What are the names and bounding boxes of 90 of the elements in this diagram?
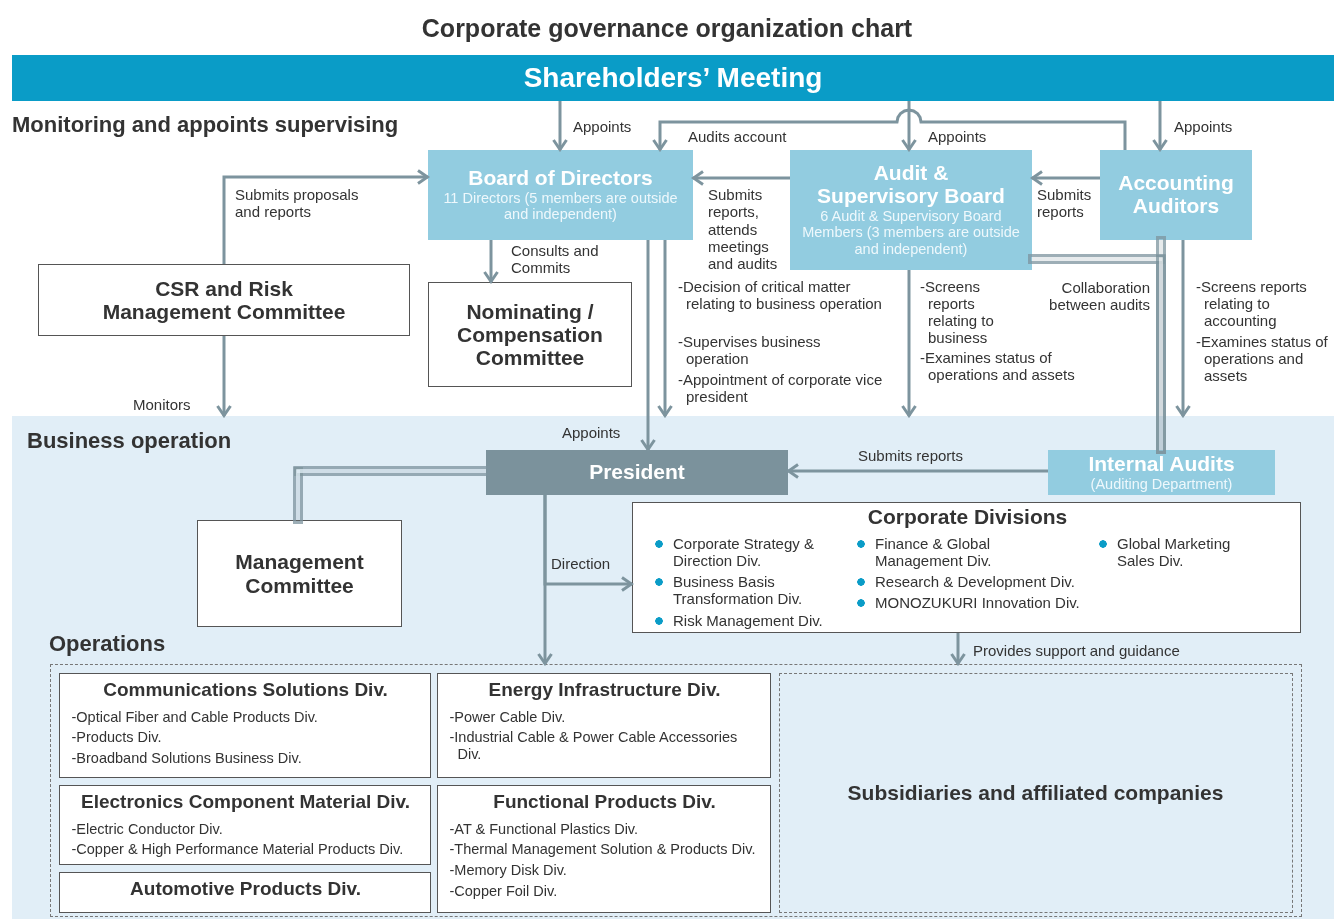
list-item: -Broadband Solutions Business Div. <box>71 749 303 767</box>
arrow <box>1031 170 1100 186</box>
list-item: -AT & Functional Plastics Div. <box>449 820 640 838</box>
edge-label: Appoints <box>1174 118 1234 136</box>
list-item: -Optical Fiber and Cable Products Div. <box>71 708 319 726</box>
note-text: -Examines status of operations and assets <box>1196 334 1329 385</box>
edge-label: Appoints <box>562 424 622 442</box>
node-title: Energy Infrastructure Div. <box>487 678 722 701</box>
node-subtitle: (Auditing Department) <box>1090 475 1233 493</box>
node-title: Audit & Supervisory Board <box>816 162 1006 208</box>
section-heading: Operations <box>49 631 166 657</box>
banner-title: Shareholders’ Meeting <box>523 62 823 94</box>
connector-line <box>1160 239 1162 451</box>
edge-label: Provides support and guidance <box>973 642 1181 660</box>
list-item: -Copper & High Performance Material Products Div. <box>71 841 405 858</box>
edge-label: Audits account <box>688 128 788 146</box>
edge-label: Submits reports, attends meetings and audits <box>708 186 779 273</box>
section-heading: Monitoring and appoints supervising <box>12 112 400 138</box>
arrow <box>787 463 1048 479</box>
board-box <box>790 150 1032 270</box>
arrow <box>692 170 790 186</box>
list-item: -Power Cable Div. <box>449 708 567 726</box>
arrow <box>222 169 429 264</box>
committee-box <box>197 520 402 627</box>
note-text: -Screens reports relating to accounting <box>1196 279 1308 330</box>
committee-box <box>38 264 410 336</box>
node-title: Functional Products Div. <box>492 790 717 813</box>
arrow <box>537 495 553 665</box>
meeting-banner <box>12 55 1334 101</box>
edge-label: Consults and Commits <box>511 242 600 277</box>
edge-label: Submits reports <box>858 447 965 465</box>
arrow <box>640 240 656 451</box>
arrow <box>950 633 966 665</box>
edge-label: Appoints <box>573 118 633 136</box>
arrow <box>657 240 673 417</box>
edge-label: Monitors <box>133 396 192 414</box>
chart-title: Corporate governance organization chart <box>420 14 914 43</box>
arrow <box>901 270 917 417</box>
note-text: -Supervises business operation <box>678 334 822 368</box>
note-text: -Decision of critical matter relating to business operation <box>678 279 883 313</box>
list-item: -Products Div. <box>71 729 163 746</box>
node-title: President <box>589 461 685 484</box>
node-title: Nominating / Compensation Committee <box>456 299 604 370</box>
connector-line <box>297 470 487 521</box>
note-text: -Examines status of operations and assets <box>920 350 1076 384</box>
list-item: -Electric Conductor Div. <box>71 820 224 838</box>
arrow <box>216 336 232 417</box>
auditor-box <box>1100 150 1252 240</box>
note-text: -Appointment of corporate vice president <box>678 372 884 406</box>
edge-label: Collaboration between audits <box>1048 279 1150 314</box>
node-title: Internal Audits <box>1088 452 1235 476</box>
arrow <box>652 108 1127 151</box>
list-item: -Copper Foil Div. <box>449 882 559 900</box>
section-background <box>12 416 1334 919</box>
board-box <box>428 150 693 240</box>
list-item: -Industrial Cable & Power Cable Accessories Div. <box>449 729 739 763</box>
division-box <box>436 784 771 913</box>
division-box <box>58 784 431 865</box>
node-title: Electronics Component Material Div. <box>79 790 412 813</box>
companies-box <box>778 672 1293 913</box>
node-title: Board of Directors <box>468 167 653 190</box>
edge-label: Submits reports <box>1037 186 1093 221</box>
arrow <box>901 101 917 151</box>
arrow <box>552 101 568 151</box>
node-title: CSR and Risk Management Committee <box>101 276 347 324</box>
node-subtitle: 11 Directors (5 members are outside and independent) <box>443 189 678 223</box>
arrow <box>1175 240 1191 417</box>
arrow <box>1152 101 1168 151</box>
node-title: Subsidiaries and affiliated companies <box>847 780 1224 805</box>
note-text: -Screens reports relating to business <box>920 279 995 347</box>
divisions-panel <box>632 502 1301 633</box>
president-box <box>486 450 788 495</box>
section-heading: Business operation <box>27 428 232 454</box>
division-box <box>58 672 431 778</box>
committee-box <box>428 282 632 387</box>
node-title: Management Committee <box>234 550 365 597</box>
node-title: Automotive Products Div. <box>129 877 362 900</box>
department-box <box>1048 450 1275 495</box>
edge-label: Submits proposals and reports <box>235 186 360 221</box>
node-title: Communications Solutions Div. <box>102 678 389 701</box>
edge-label: Direction <box>551 555 612 573</box>
list-item: -Thermal Management Solution & Products Div. <box>449 841 757 858</box>
division-box <box>58 871 431 913</box>
node-title: Accounting Auditors <box>1117 172 1235 218</box>
arrow <box>483 240 499 283</box>
list-item: -Memory Disk Div. <box>449 861 568 879</box>
node-subtitle: 6 Audit & Supervisory Board Members (3 members are outside and independent) <box>801 207 1021 258</box>
edge-label: Appoints <box>928 128 988 146</box>
node-title: Corporate Divisions <box>866 505 1069 529</box>
division-box <box>436 672 771 778</box>
